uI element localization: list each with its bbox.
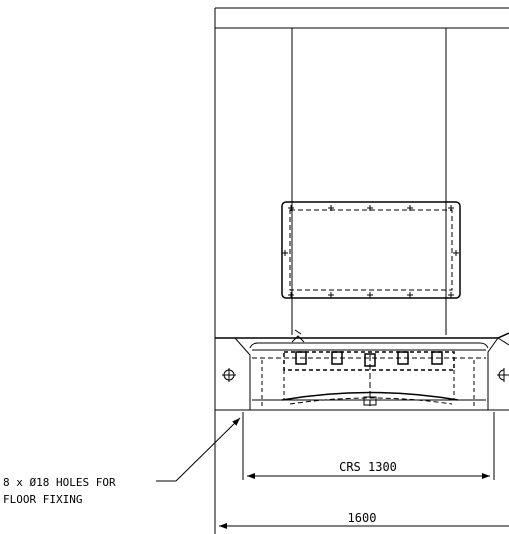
holes-note-line-2: FLOOR FIXING [3, 493, 82, 506]
overall-dimension-label: 1600 [348, 511, 377, 525]
access-panel [281, 201, 461, 299]
holes-leader-line [156, 417, 241, 482]
crs-dimension-label: CRS 1300 [339, 460, 397, 474]
base-clamps [295, 351, 443, 367]
holes-note-line-1: 8 x Ø18 HOLES FOR [3, 476, 116, 489]
cabinet-outline [214, 7, 509, 534]
extension-lines [242, 412, 495, 480]
fixing-hole-right [497, 368, 509, 382]
fixing-hole-left [222, 368, 236, 382]
panel-bolts [282, 205, 459, 298]
base-frame [214, 329, 509, 411]
